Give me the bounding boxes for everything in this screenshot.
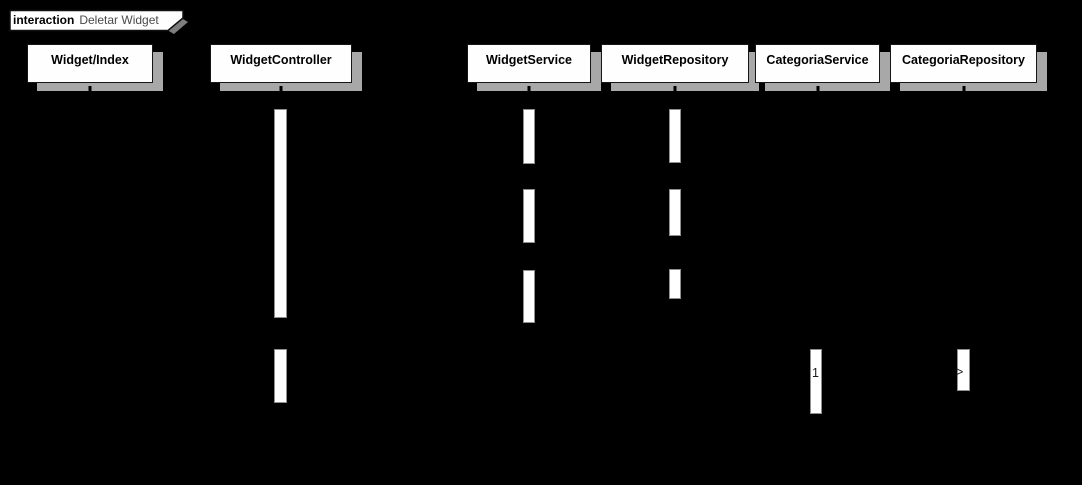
lifeline-tick [88, 86, 92, 95]
activation-bar-categoria-service [810, 349, 822, 414]
pentagon-face [9, 9, 184, 32]
activation-bar-service-1 [523, 109, 535, 164]
participant-label: WidgetController [230, 52, 332, 67]
arrowhead-fragment: > [956, 365, 964, 379]
activation-bar-controller-1 [274, 109, 287, 318]
activation-bar-controller-2 [274, 349, 287, 403]
pentagon-shape [9, 9, 188, 34]
frame-keyword: interaction [13, 13, 75, 27]
participant-label: WidgetRepository [621, 52, 729, 67]
participant-categoria-service: CategoriaService [755, 44, 880, 95]
message-text-fragment: 1 [812, 366, 819, 380]
participant-categoria-repository: CategoriaRepository [890, 44, 1037, 95]
pentagon-shadow [167, 19, 188, 34]
activation-bar-categoria-repository [957, 349, 970, 391]
participant-label: Widget/Index [51, 52, 129, 67]
activation-bar-service-2 [523, 189, 535, 243]
lifeline-tick [279, 86, 283, 95]
activation-bar-service-3 [523, 270, 535, 323]
participant-widget-repository: WidgetRepository [601, 44, 749, 95]
lifeline-tick [962, 86, 965, 95]
participant-widget-service: WidgetService [467, 44, 591, 95]
participant-widget-controller: WidgetController [210, 44, 352, 95]
lifeline-tick [816, 86, 819, 95]
activation-bar-repository-1 [669, 109, 681, 163]
participant-widget-index: Widget/Index [27, 44, 153, 95]
activation-bar-repository-3 [669, 269, 681, 299]
activation-bar-repository-2 [669, 189, 681, 236]
interaction-frame-label: interaction Deletar Widget [9, 9, 193, 35]
participant-label: CategoriaService [766, 52, 869, 67]
interaction-frame-text: interaction Deletar Widget [13, 10, 159, 31]
participant-label: WidgetService [485, 52, 573, 67]
participant-label: CategoriaRepository [902, 52, 1025, 67]
lifeline-tick [527, 86, 531, 95]
frame-title: Deletar Widget [79, 13, 159, 27]
lifeline-tick [673, 86, 677, 95]
